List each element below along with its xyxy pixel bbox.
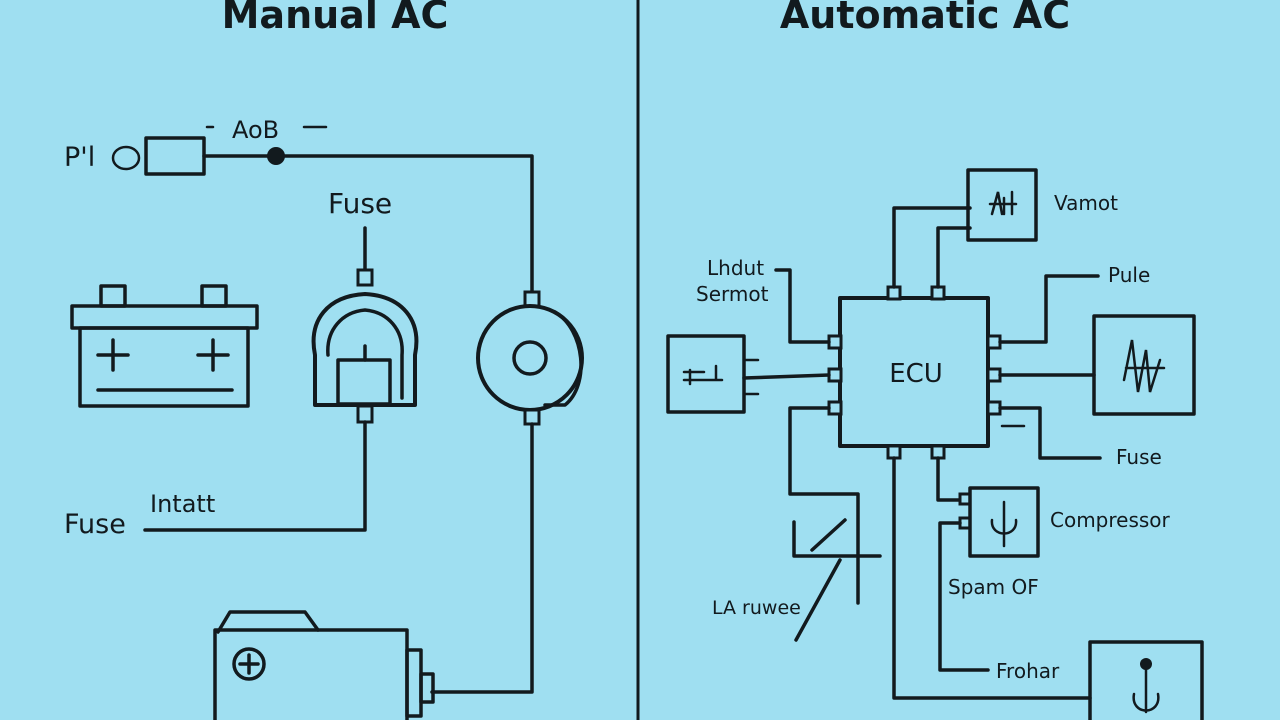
manual-ac-title: Manual AC bbox=[222, 0, 449, 37]
module-side-terminal bbox=[419, 672, 435, 704]
manual-ac-panel: Manual AC P'l AoB Fuse bbox=[64, 0, 584, 720]
ecu-pin-bottom-1 bbox=[886, 444, 902, 460]
ecu-pin-bottom-2 bbox=[930, 444, 946, 460]
battery-terminal-right bbox=[200, 284, 228, 308]
fuse-bottom-label: Fuse bbox=[64, 509, 126, 540]
wire-sensor-ecu bbox=[742, 373, 831, 380]
battery-body bbox=[78, 326, 250, 408]
module-lid bbox=[216, 610, 320, 634]
pule-component: Pule bbox=[998, 263, 1196, 416]
automatic-ac-title: Automatic AC bbox=[780, 0, 1070, 37]
ecu-pin-right-1 bbox=[986, 334, 1002, 350]
wire-ecu-bottom-component bbox=[892, 456, 1092, 700]
pule-label: Pule bbox=[1108, 263, 1150, 287]
connector-block bbox=[144, 136, 206, 176]
wire-fuse-to-intatt bbox=[143, 420, 367, 532]
sensor-symbol-icon bbox=[682, 364, 724, 386]
ecu-module: ECU bbox=[827, 285, 1002, 460]
ecu-pin-right-2 bbox=[986, 367, 1002, 383]
module-plus-icon bbox=[232, 647, 266, 681]
relay-housing bbox=[311, 292, 419, 407]
aob-label: AoB bbox=[232, 116, 279, 144]
ecu-pin-left-2 bbox=[827, 367, 843, 383]
relay-core bbox=[336, 358, 392, 406]
vamot-box bbox=[966, 168, 1038, 242]
automatic-ac-panel: Automatic AC ECU Vamot bbox=[666, 0, 1204, 720]
ecu-label: ECU bbox=[889, 359, 943, 389]
lamwee-frame bbox=[792, 520, 882, 558]
top-connector: P'l AoB bbox=[64, 116, 534, 300]
pule-box bbox=[1092, 314, 1196, 416]
ecu-pin-left-3 bbox=[827, 400, 843, 416]
sensor-label-line2: Sermot bbox=[696, 282, 769, 306]
wire-compressor-frohar bbox=[938, 521, 990, 672]
compressor-symbol-icon bbox=[990, 518, 1018, 535]
wire-top-right bbox=[274, 154, 534, 300]
battery-icon bbox=[70, 284, 259, 408]
intatt-label: Intatt bbox=[150, 490, 215, 518]
p1-label: P'l bbox=[64, 142, 95, 173]
wire-sensor-label bbox=[774, 268, 831, 344]
vamot-label: Vamot bbox=[1054, 191, 1118, 215]
lamwee-component: LA ruwee bbox=[712, 406, 882, 642]
lamwee-diagonal-1 bbox=[810, 518, 847, 552]
wire-ecu-top-2 bbox=[936, 226, 972, 289]
sensor-box bbox=[666, 334, 746, 414]
sensor-label-line1: Lhdut bbox=[707, 256, 764, 280]
spam-of-label: Spam OF bbox=[948, 575, 1039, 599]
fuse-top-label: Fuse bbox=[328, 187, 392, 220]
compressor-box bbox=[968, 486, 1040, 558]
bottom-module bbox=[213, 610, 435, 720]
lamwee-diagonal-2 bbox=[794, 558, 842, 642]
module-side-plate bbox=[405, 648, 423, 718]
wire-ecu-lamwee bbox=[788, 406, 860, 605]
compressor-component: Compressor Spam OF Frohar bbox=[936, 456, 1171, 683]
ecu-pin-right-3 bbox=[986, 400, 1002, 416]
fuse-top-pin bbox=[356, 268, 374, 287]
motor-hub bbox=[512, 340, 548, 376]
motor-bottom-pin bbox=[523, 408, 541, 426]
wire-ecu-fuse bbox=[998, 406, 1102, 460]
ecu-pin-top-2 bbox=[930, 285, 946, 301]
fuse-relay-component: Fuse Fuse Intatt bbox=[64, 187, 419, 540]
blower-motor-icon bbox=[430, 290, 584, 694]
frohar-component bbox=[892, 456, 1204, 720]
frohar-symbol-icon bbox=[1132, 692, 1160, 712]
relay-inner-arc bbox=[326, 308, 404, 400]
compressor-label: Compressor bbox=[1050, 508, 1171, 532]
wire-ecu-compressor-1 bbox=[936, 456, 964, 502]
wire-ecu-top-1 bbox=[892, 206, 972, 289]
switch-ring-icon bbox=[111, 145, 141, 171]
fuse-connection: Fuse bbox=[998, 406, 1162, 469]
battery-lid bbox=[70, 304, 259, 330]
vamot-symbol-icon bbox=[988, 190, 1018, 216]
vamot-actuator: Vamot bbox=[892, 168, 1118, 289]
lamwee-label: LA ruwee bbox=[712, 597, 801, 619]
wire-motor-to-box bbox=[430, 422, 534, 694]
fuse-bottom-pin bbox=[356, 404, 374, 424]
sensor-component: Lhdut Sermot bbox=[666, 256, 831, 414]
motor-shell bbox=[543, 310, 583, 407]
ecu-pin-top-1 bbox=[886, 285, 902, 301]
ecu-pin-left-1 bbox=[827, 334, 843, 350]
fuse-right-label: Fuse bbox=[1116, 445, 1162, 469]
wire-ecu-pule bbox=[998, 274, 1100, 344]
frohar-label: Frohar bbox=[996, 659, 1060, 683]
module-body bbox=[213, 628, 409, 720]
battery-terminal-left bbox=[99, 284, 127, 308]
frohar-box bbox=[1088, 640, 1204, 720]
motor-top-pin bbox=[523, 290, 541, 308]
pule-symbol-icon bbox=[1122, 339, 1166, 393]
